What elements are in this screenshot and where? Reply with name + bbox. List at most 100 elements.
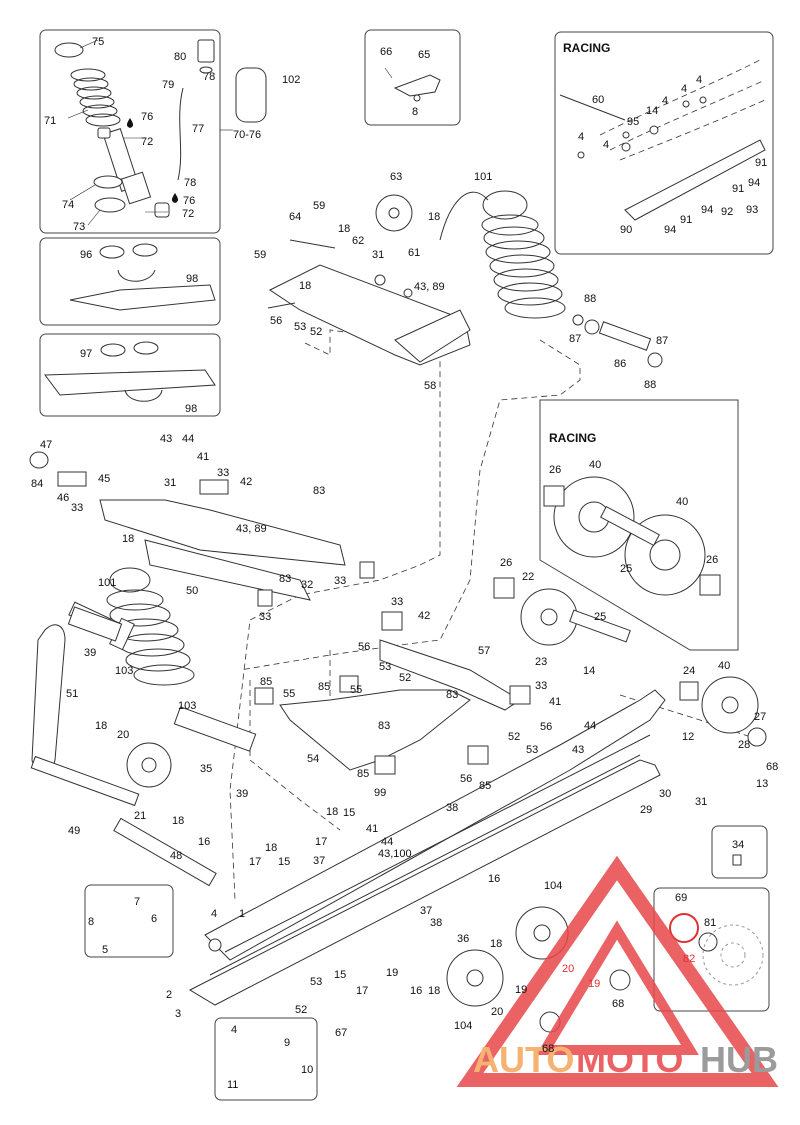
part-label: 92 [721, 206, 733, 218]
part-label: 20 [117, 729, 129, 741]
rear-shock-101 [439, 190, 566, 319]
part-label: 16 [410, 985, 422, 997]
part-label: 52 [310, 326, 322, 338]
racing-rail-box [554, 31, 774, 255]
part-label: 81 [704, 917, 716, 929]
part-label: 13 [756, 778, 768, 790]
part-label: 90 [620, 224, 632, 236]
part-label: 76 [183, 195, 195, 207]
part-label: 40 [589, 459, 601, 471]
part-label: 91 [680, 214, 692, 226]
part-label: 60 [592, 94, 604, 106]
dashed-outline-right [619, 694, 761, 741]
part-label: 56 [358, 641, 370, 653]
part-label: 45 [98, 473, 110, 485]
dashed-outline-rear [239, 339, 581, 671]
clamp-96 [69, 243, 216, 311]
part-label: 8 [88, 916, 94, 928]
part-label: 73 [73, 221, 85, 233]
part-label: 44 [182, 433, 194, 445]
part-label: 96 [80, 249, 92, 261]
part-label: 18 [172, 815, 184, 827]
part-label: 104 [544, 880, 562, 892]
part-label: 31 [372, 249, 384, 261]
shock-leaders [67, 39, 233, 226]
part-label: 18 [428, 211, 440, 223]
slide-rail [188, 689, 666, 1006]
part-label: 57 [478, 645, 490, 657]
part-label: 99 [374, 787, 386, 799]
part-label: 87 [569, 333, 581, 345]
part-label: 12 [682, 731, 694, 743]
part-label: 39 [84, 647, 96, 659]
part-label: 58 [424, 380, 436, 392]
part-label: 67 [335, 1027, 347, 1039]
part-label: 103 [178, 700, 196, 712]
part-label: 91 [732, 183, 744, 195]
part-label: 18 [122, 533, 134, 545]
part-label: 83 [313, 485, 325, 497]
part-label: 83 [378, 720, 390, 732]
part-label: 27 [754, 711, 766, 723]
stopper-detail-box [84, 884, 174, 958]
part-label: 38 [446, 802, 458, 814]
part-label: 104 [454, 1020, 472, 1032]
part-label: 74 [62, 199, 74, 211]
clamp-detail-box-97 [39, 333, 221, 417]
part-label: 53 [526, 744, 538, 756]
part-label: 53 [379, 661, 391, 673]
part-label: 55 [350, 684, 362, 696]
part-label: 15 [343, 807, 355, 819]
part-label: 17 [356, 985, 368, 997]
part-label: 56 [460, 773, 472, 785]
part-label: 56 [270, 315, 282, 327]
part-label: 97 [80, 348, 92, 360]
part-label: 102 [282, 74, 300, 86]
part-label: 37 [313, 855, 325, 867]
part-label: 26 [549, 464, 561, 476]
part-label: 37 [420, 905, 432, 917]
part-label: 52 [399, 672, 411, 684]
part-label: 41 [366, 823, 378, 835]
bracket-detail-box-2 [214, 1017, 318, 1101]
part-label: 66 [380, 46, 392, 58]
part-label: 79 [162, 79, 174, 91]
racing-wheels-box [539, 399, 739, 651]
part-label: 53 [310, 976, 322, 988]
mid-arm-54 [254, 611, 531, 775]
watermark-triangle-inner [536, 920, 699, 1055]
part-label: 78 [184, 177, 196, 189]
shock-detail-box [39, 29, 221, 234]
part-label: 25 [594, 611, 606, 623]
part-label: 30 [659, 788, 671, 800]
part-label: 36 [457, 933, 469, 945]
part-label: 85 [260, 676, 272, 688]
watermark-triangle-outer [456, 855, 779, 1087]
part-label: 2 [166, 989, 172, 1001]
spacer-tubes [67, 606, 257, 752]
dashed-outline-front [229, 329, 441, 901]
part-label: 71 [44, 115, 56, 127]
part-label: 16 [488, 873, 500, 885]
part-label: 83 [279, 573, 291, 585]
part-label: 18 [490, 938, 502, 950]
part-label: 9 [284, 1037, 290, 1049]
part-label: 6 [151, 913, 157, 925]
part-label: 7 [134, 896, 140, 908]
part-label: 44 [381, 836, 393, 848]
part-label: 43 [572, 744, 584, 756]
part-label: 22 [522, 571, 534, 583]
part-label: 33 [71, 502, 83, 514]
part-label: 52 [508, 731, 520, 743]
part-label: 101 [98, 577, 116, 589]
part-label: 33 [535, 680, 547, 692]
part-label: 65 [418, 49, 430, 61]
part-labels: 75 80 79 78 102 71 76 72 77 70-76 78 74 … [31, 36, 778, 1091]
part-label: 19 [386, 967, 398, 979]
bracket-65 [384, 67, 441, 102]
part-label: 17 [249, 856, 261, 868]
part-label: 31 [164, 477, 176, 489]
part-label: 26 [706, 554, 718, 566]
part-label: 46 [57, 492, 69, 504]
racing-rail-assembly [559, 59, 766, 221]
